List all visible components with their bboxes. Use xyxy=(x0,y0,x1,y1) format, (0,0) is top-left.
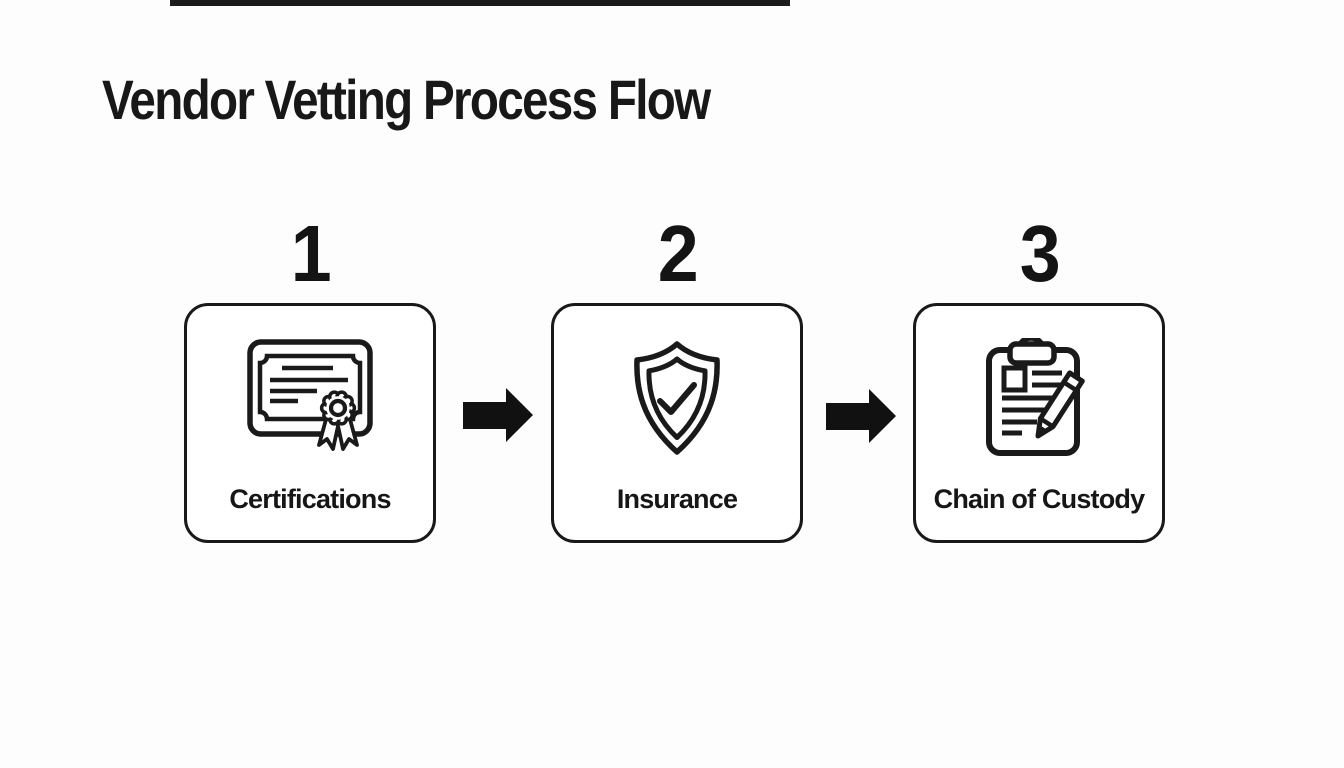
arrow-right-icon xyxy=(463,388,533,442)
flow-step-certifications: 1 xyxy=(184,203,436,543)
flow-step-insurance: 2 Insurance xyxy=(551,203,803,543)
step-box: Chain of Custody xyxy=(913,303,1165,543)
step-number: 1 xyxy=(290,208,331,298)
step-label: Insurance xyxy=(616,484,738,514)
step-number: 2 xyxy=(657,208,698,298)
step-box: Insurance xyxy=(551,303,803,543)
clipboard-pencil-icon xyxy=(986,338,1085,456)
arrow-right-icon xyxy=(826,389,896,443)
flow-step-chain-of-custody: 3 C xyxy=(913,203,1165,543)
icon-wrap xyxy=(627,336,727,460)
step-label: Chain of Custody xyxy=(933,484,1146,514)
step-box: Certifications xyxy=(184,303,436,543)
icon-wrap xyxy=(247,336,373,460)
step-label: Certifications xyxy=(229,484,391,514)
top-cropped-bar xyxy=(170,0,790,6)
shield-check-icon xyxy=(634,341,720,455)
page-title: Vendor Vetting Process Flow xyxy=(102,68,711,131)
step-number: 3 xyxy=(1019,208,1060,298)
certificate-seal-icon xyxy=(247,339,373,451)
icon-wrap xyxy=(986,336,1092,460)
